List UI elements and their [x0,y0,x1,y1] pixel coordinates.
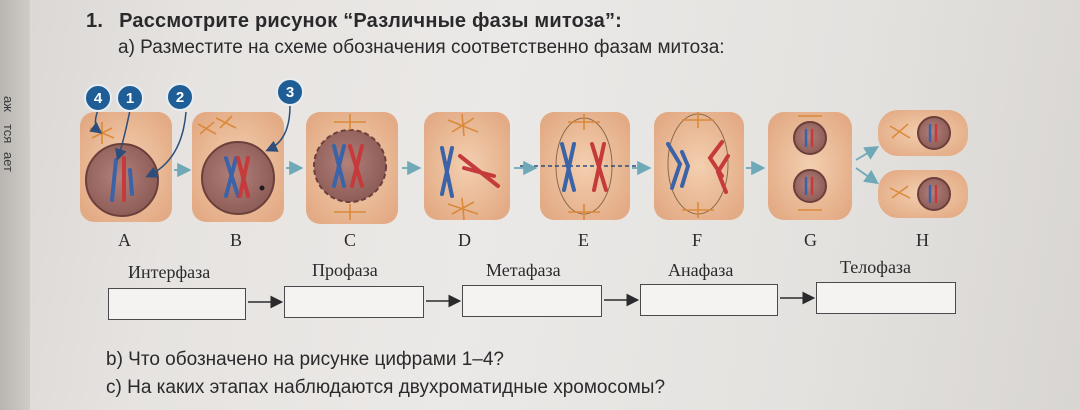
question-number: 1. [86,10,104,32]
stage-letter: C [344,230,357,250]
question-part-b: b) Что обозначено на рисунке цифрами 1–4… [106,349,504,370]
phase-label-anaphase: Анафаза [668,260,734,280]
stage-letter: A [118,230,131,250]
cell-h [878,110,968,218]
phase-label-interphase: Интерфаза [128,262,211,282]
number-marker-label: 1 [126,90,134,107]
cell-d [424,112,510,221]
stage-letter: B [230,230,243,250]
number-marker-1 [116,84,144,112]
number-marker-3 [276,78,304,106]
cell-c [306,112,398,224]
answer-box-metaphase[interactable] [462,285,602,317]
cell-a [80,112,172,222]
question-part-c: c) На каких этапах наблюдаются двухромат… [106,377,666,398]
cell-g [768,112,852,220]
number-marker-4 [84,84,112,112]
phase-label-telophase: Телофаза [840,257,912,277]
phase-label-metaphase: Метафаза [486,260,561,280]
cell-e [520,112,640,220]
stage-letter: D [458,230,471,250]
number-marker-2 [166,83,194,111]
number-marker-label: 4 [94,90,103,107]
number-marker-label: 3 [286,84,294,101]
stage-letter: F [692,230,703,250]
marker-pointer-lines [89,105,291,178]
stage-letter: H [916,230,929,250]
cell-f [654,112,744,220]
page-edge-strip [0,0,30,410]
stage-letter: E [578,230,589,250]
question-title: 1. Рассмотрите рисунок “Различные фазы ми… [86,10,622,33]
answer-box-prophase[interactable] [284,286,424,318]
phase-label-prophase: Профаза [312,260,378,280]
question-title-text: Рассмотрите рисунок “Различные фазы мито… [119,10,623,32]
answer-box-interphase[interactable] [108,288,246,320]
answer-box-anaphase[interactable] [640,284,778,316]
cell-b [192,112,284,222]
stage-letter: G [804,230,817,250]
answer-box-telophase[interactable] [816,282,956,314]
stage-arrows [174,146,880,185]
question-part-a: а) Разместите на схеме обозначения соотв… [118,37,725,58]
number-marker-label: 2 [176,89,184,106]
